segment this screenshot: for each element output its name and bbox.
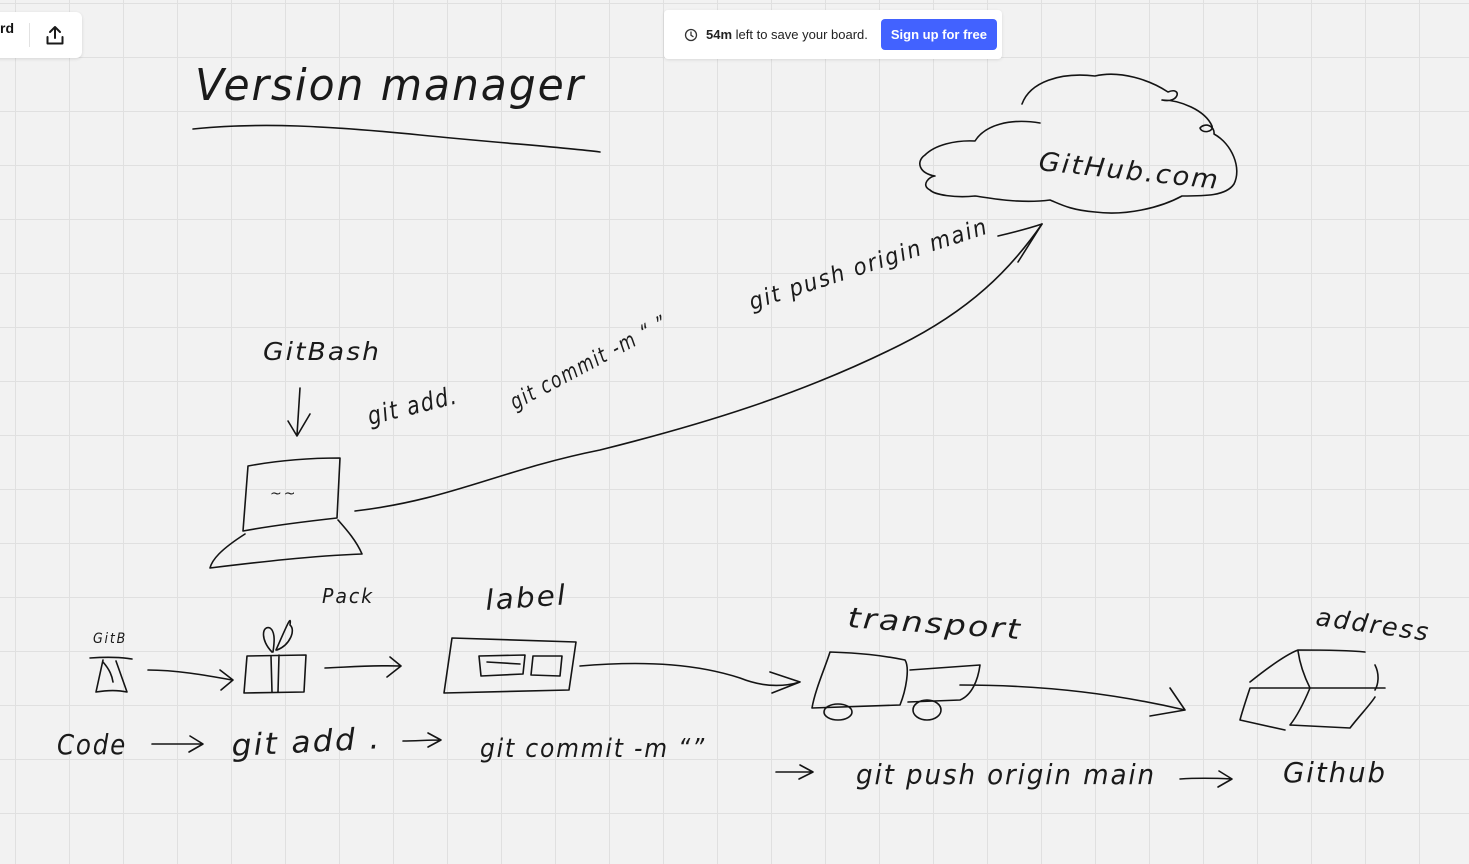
house-icon [1239, 649, 1386, 731]
clock-icon [684, 28, 698, 42]
truck-wheel-front [823, 703, 853, 721]
flow-commit: git commit -m “” [480, 734, 706, 764]
flow-add: git add . [231, 721, 383, 764]
flow-push: git push origin main [856, 758, 1156, 791]
step-label-label: label [484, 578, 568, 617]
gift-box-icon [243, 619, 307, 694]
banner-message: 54m left to save your board. [706, 27, 868, 42]
board-toolbar: rd [0, 12, 82, 58]
flow-arrow-8 [1179, 770, 1233, 788]
truck-icon [811, 651, 981, 709]
gitbash-down-arrow [287, 387, 311, 437]
time-left: 54m [706, 27, 733, 42]
share-button[interactable] [37, 17, 73, 53]
flow-arrow-5 [151, 735, 204, 753]
board-name[interactable]: rd [0, 20, 14, 36]
cmd-push-top: git push origin main [746, 214, 992, 316]
title-underline [192, 124, 601, 153]
step-address-label: address [1314, 602, 1432, 647]
upload-icon [46, 26, 64, 45]
laptop-screen [242, 457, 341, 532]
flow-arrow-3 [579, 662, 801, 694]
code-cup-icon [89, 656, 133, 693]
flow-arrow-4 [959, 684, 1186, 717]
flow-arrow-2 [324, 656, 402, 678]
gitbash-label: GitBash [263, 337, 381, 366]
flow-code: Code [57, 728, 127, 761]
signup-button[interactable]: Sign up for free [880, 19, 997, 50]
laptop-base [209, 519, 363, 569]
labeled-box-icon [443, 637, 577, 694]
cmd-add-top: git add. [364, 380, 460, 430]
laptop-screen-text: ~~ [270, 486, 297, 502]
truck-wheel-back [912, 699, 942, 721]
banner-message-text: left to save your board. [732, 27, 868, 42]
flow-arrow-1 [147, 669, 234, 691]
push-arrow-head [997, 223, 1043, 263]
toolbar-divider [29, 23, 30, 47]
title-text: Version manager [195, 60, 586, 111]
step-pack-label: Pack [322, 584, 374, 608]
code-icon-text: GitB [93, 631, 127, 647]
flow-arrow-6 [402, 732, 442, 748]
cmd-commit-top: git commit -m “ ” [506, 311, 672, 415]
flow-arrow-7 [775, 764, 814, 780]
cloud-label: GitHub.com [1037, 147, 1221, 196]
save-board-banner: 54m left to save your board. Sign up for… [664, 10, 1002, 59]
github-cloud [919, 73, 1238, 214]
step-transport-label: transport [847, 601, 1024, 646]
flow-github: Github [1283, 756, 1387, 789]
push-arrow-line [354, 223, 1043, 512]
